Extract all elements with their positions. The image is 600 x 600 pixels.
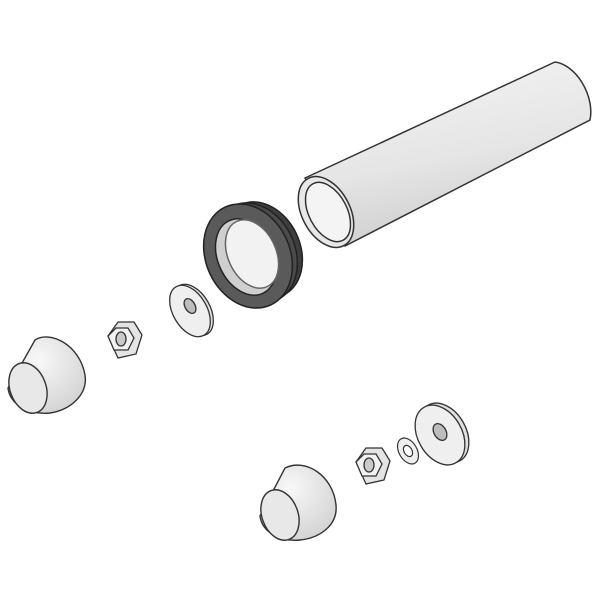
tube bbox=[297, 61, 592, 249]
washer-upper bbox=[169, 283, 214, 338]
cone-cap-lower bbox=[259, 464, 337, 541]
washer-large-lower bbox=[414, 402, 470, 466]
nut-upper bbox=[107, 321, 143, 359]
cone-cap-upper bbox=[7, 336, 86, 414]
washer-small-lower bbox=[396, 437, 420, 465]
nut-lower bbox=[355, 447, 391, 485]
seal-ring bbox=[202, 201, 304, 309]
